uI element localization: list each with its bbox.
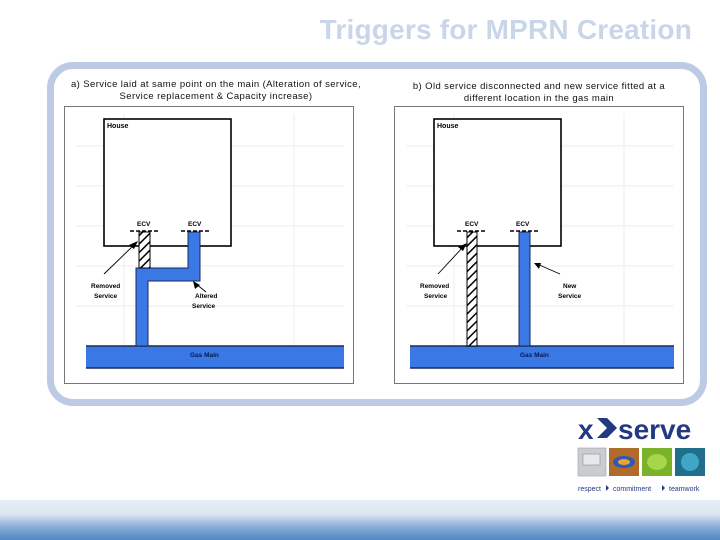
removed-label-1: Removed xyxy=(420,283,449,290)
ecv-left-label: ECV xyxy=(137,221,151,228)
house-box xyxy=(103,118,232,247)
diagram-a: House Gas Main ECV ECV Removed Service A… xyxy=(64,106,354,384)
altered-service-pipe xyxy=(135,231,201,347)
house-label: House xyxy=(437,123,459,130)
gas-main-label: Gas Main xyxy=(520,352,549,359)
ecv-left-label: ECV xyxy=(465,221,479,228)
removed-service-pipe xyxy=(466,231,478,347)
tagline-chevron-icon xyxy=(606,485,609,491)
slide-title: Triggers for MPRN Creation xyxy=(319,14,692,45)
tagline-chevron-icon xyxy=(662,485,665,491)
removed-label-2: Service xyxy=(94,293,118,300)
footer-gradient-bar xyxy=(0,500,720,540)
tagline-commitment: commitment xyxy=(613,486,651,493)
xoserve-logo: x serve respect commitment teamwork xyxy=(577,414,705,493)
removed-label-1: Removed xyxy=(91,283,120,290)
gas-main-label: Gas Main xyxy=(190,352,219,359)
ecv-right-label: ECV xyxy=(188,221,202,228)
house-box xyxy=(433,118,562,247)
new-label-1: New xyxy=(563,283,577,290)
caption-a: a) Service laid at same point on the mai… xyxy=(70,79,361,102)
logo-chevron-icon xyxy=(597,418,617,438)
diagram-b: House Gas Main ECV ECV Removed Service N… xyxy=(394,106,684,384)
caption-b: b) Old service disconnected and new serv… xyxy=(412,81,666,104)
new-label-2: Service xyxy=(558,293,582,300)
tagline-teamwork: teamwork xyxy=(669,486,700,493)
removed-service-pipe xyxy=(138,231,151,269)
tagline-respect: respect xyxy=(578,486,601,493)
gas-main-pipe xyxy=(86,346,344,368)
house-label: House xyxy=(107,123,129,130)
altered-label-1: Altered xyxy=(195,293,217,300)
logo-x: x xyxy=(578,414,594,445)
diagram-b-border xyxy=(394,106,684,384)
diagram-a-border xyxy=(64,106,354,384)
logo-serve: serve xyxy=(618,414,691,445)
removed-label-2: Service xyxy=(424,293,448,300)
new-service-pipe xyxy=(518,231,531,347)
gas-main-pipe xyxy=(410,346,674,368)
altered-label-2: Service xyxy=(192,303,216,310)
ecv-right-label: ECV xyxy=(516,221,530,228)
